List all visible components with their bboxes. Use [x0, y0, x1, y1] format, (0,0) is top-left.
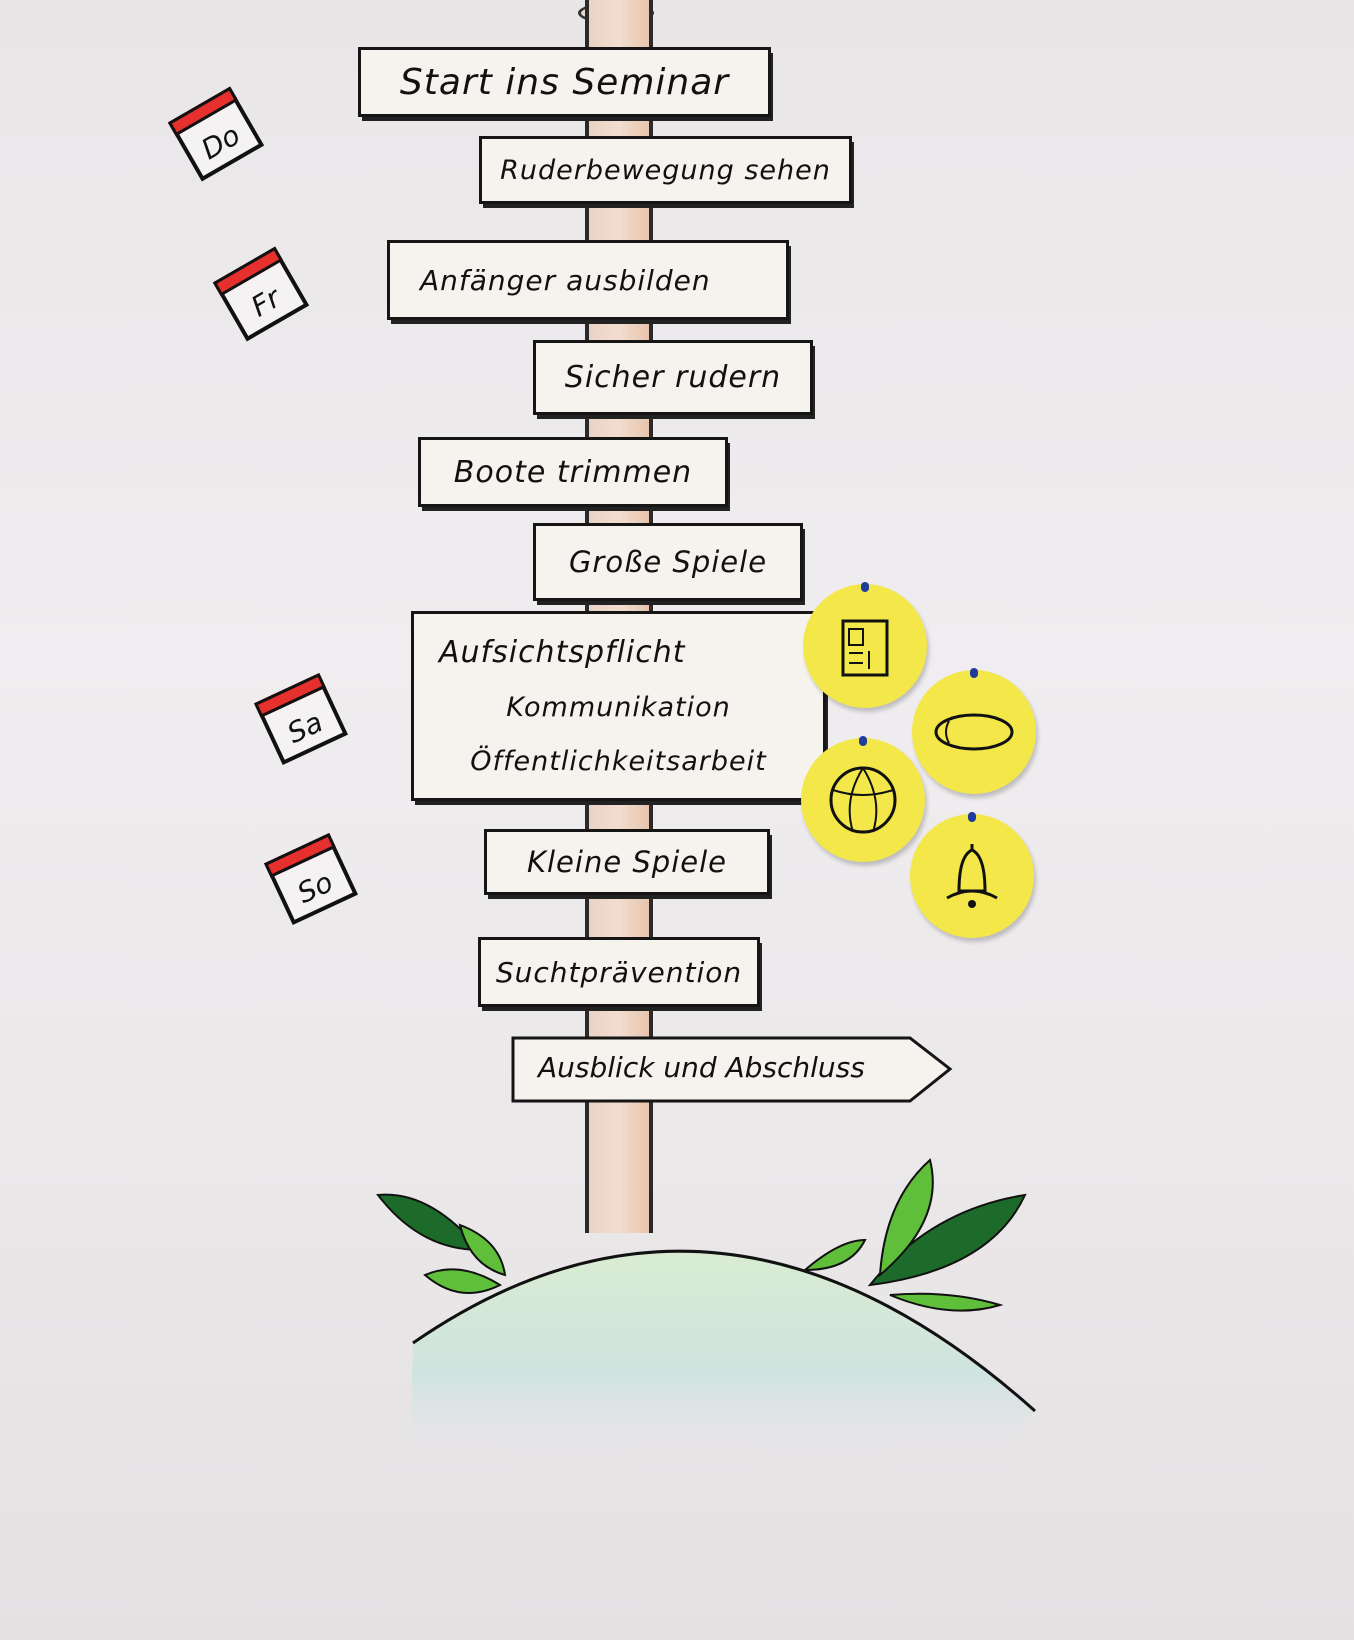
sign-kleine-spiele: Kleine Spiele [484, 829, 770, 895]
pin-icon [970, 668, 978, 678]
bell-icon [946, 844, 998, 908]
calendar-day: So [292, 865, 338, 910]
sign-label: Suchtprävention [495, 955, 743, 989]
calendar-day: Fr [245, 281, 286, 324]
sign-label: Anfänger ausbilden [420, 263, 711, 297]
pin-icon [968, 812, 976, 822]
pin-icon [861, 582, 869, 592]
sign-sunday-topics: Aufsichtspflicht Kommunikation Öffentlic… [411, 611, 826, 801]
left-leaves [376, 1193, 507, 1294]
calendar-day: Sa [282, 705, 328, 750]
sign-anfaenger-ausbilden: Anfänger ausbilden [387, 240, 789, 320]
sign-label: Boote trimmen [453, 454, 693, 490]
sign-sicher-rudern: Sicher rudern [533, 340, 813, 415]
sign-ausblick-und-abschluss: Ausblick und Abschluss [510, 1033, 955, 1105]
sign-label: Kleine Spiele [526, 845, 728, 879]
hill-outline [412, 1249, 1036, 1413]
newspaper-icon [841, 619, 889, 677]
sign-start-ins-seminar: Start ins Seminar [358, 47, 771, 117]
calendar-day: Do [195, 118, 246, 167]
rugby-ball-icon [934, 713, 1014, 751]
sticker-rugby-ball [912, 668, 1036, 794]
sign-ruderbewegung-sehen: Ruderbewegung sehen [479, 136, 852, 204]
sign-line: Aufsichtspflicht [439, 635, 686, 671]
sign-grosse-spiele: Große Spiele [533, 523, 803, 601]
sign-line: Öffentlichkeitsarbeit [470, 745, 767, 777]
sticker-bell [910, 812, 1034, 938]
sign-label: Große Spiele [568, 545, 768, 579]
sign-suchtpraevention: Suchtprävention [478, 937, 760, 1007]
hill [410, 1251, 1035, 1460]
sign-boote-trimmen: Boote trimmen [418, 437, 728, 507]
sticker-newspaper [803, 582, 927, 708]
sign-label: Sicher rudern [564, 360, 782, 395]
arrow-sign-shape [511, 1036, 953, 1103]
beach-ball-icon [829, 766, 897, 834]
right-leaves [802, 1158, 1027, 1312]
sign-label: Ruderbewegung sehen [500, 154, 831, 186]
sticker-beach-ball [801, 736, 925, 862]
sign-label: Start ins Seminar [399, 61, 730, 103]
sign-line: Kommunikation [506, 692, 731, 724]
pin-icon [859, 736, 867, 746]
sign-label: Ausblick und Abschluss [538, 1051, 865, 1084]
